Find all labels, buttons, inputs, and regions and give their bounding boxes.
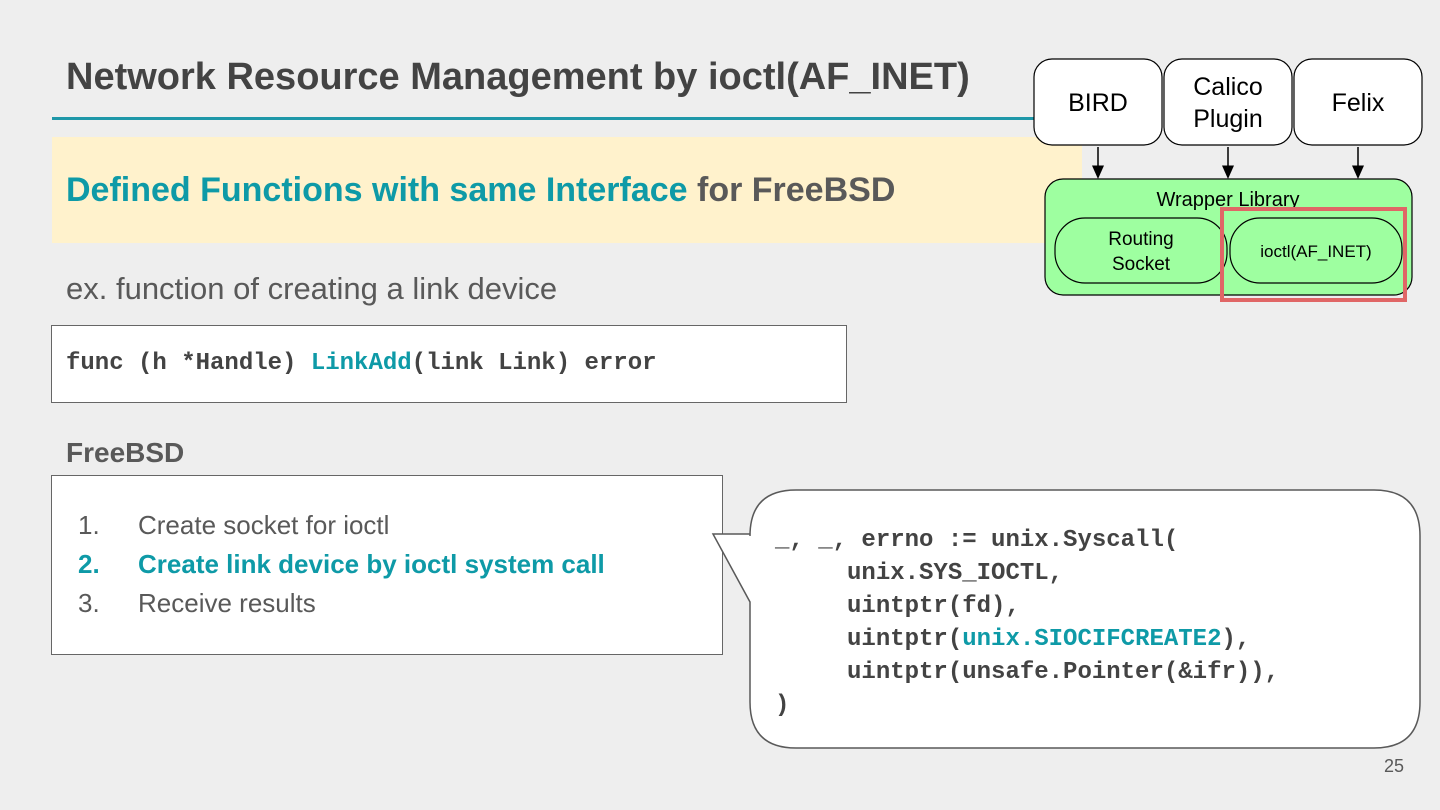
ioctl-label: ioctl(AF_INET) [1260, 242, 1371, 261]
step-text: Receive results [138, 588, 316, 618]
calico-label-line2: Plugin [1193, 105, 1263, 133]
code-fragment: ), [1221, 626, 1251, 653]
step-item: 1. Create socket for ioctl [78, 510, 389, 541]
bird-label: BIRD [1068, 89, 1128, 117]
subtitle: Defined Functions with same Interface fo… [66, 171, 895, 210]
signature-code-box: func (h *Handle) LinkAdd(link Link) erro… [51, 325, 847, 403]
code-line: unix.SYS_IOCTL, [775, 560, 1064, 587]
signature-function-name: LinkAdd [310, 350, 412, 377]
subtitle-rest: for FreeBSD [687, 171, 896, 209]
freebsd-heading: FreeBSD [66, 437, 185, 468]
steps-box: 1. Create socket for ioctl 2. Create link … [51, 475, 723, 655]
routing-socket-box [1054, 217, 1228, 284]
signature-prefix: func (h *Handle) [66, 350, 311, 377]
signature-suffix: (link Link) error [411, 350, 657, 377]
subtitle-highlight: Defined Functions with same Interface [66, 171, 688, 209]
code-line: uintptr(fd), [775, 593, 1020, 620]
step-number: 3. [78, 588, 100, 618]
architecture-diagram: BIRD Calico Plugin Felix Wrapper Library… [1033, 58, 1423, 302]
step-item-active: 2. Create link device by ioctl system cal… [78, 549, 605, 580]
step-text: Create link device by ioctl system call [138, 549, 605, 579]
code-line: ) [775, 692, 790, 719]
bird-box [1033, 58, 1163, 146]
code-fragment: uintptr( [775, 626, 963, 653]
routing-label-line2: Socket [1112, 254, 1171, 275]
step-text: Create socket for ioctl [138, 510, 390, 540]
calico-label-line1: Calico [1193, 73, 1262, 101]
page-title: Network Resource Management by ioctl(AF_… [66, 56, 970, 98]
wrapper-library-label: Wrapper Library [1156, 189, 1299, 211]
code-constant-highlight: unix.SIOCIFCREATE2 [962, 626, 1222, 653]
page-number: 25 [1384, 756, 1405, 776]
speech-bubble [711, 489, 1421, 749]
ioctl-box [1229, 217, 1403, 284]
routing-label-line1: Routing [1108, 229, 1174, 250]
example-caption: ex. function of creating a link device [66, 271, 558, 306]
code-line: uintptr(unsafe.Pointer(&ifr)), [775, 659, 1280, 686]
felix-box [1293, 58, 1423, 146]
signature-code: func (h *Handle) LinkAdd(link Link) erro… [66, 350, 657, 377]
calico-plugin-box [1163, 58, 1293, 146]
felix-label: Felix [1332, 89, 1385, 117]
step-number: 1. [78, 510, 100, 540]
step-number: 2. [78, 549, 100, 579]
step-item: 3. Receive results [78, 588, 316, 619]
syscall-code: _, _, errno := unix.Syscall( unix.SYS_IO… [775, 524, 1279, 722]
code-line: uintptr(unix.SIOCIFCREATE2), [775, 623, 1279, 656]
ioctl-highlight-frame [1220, 207, 1407, 302]
title-divider [52, 117, 1038, 120]
subtitle-band [52, 137, 1082, 243]
code-line: _, _, errno := unix.Syscall( [775, 527, 1179, 554]
